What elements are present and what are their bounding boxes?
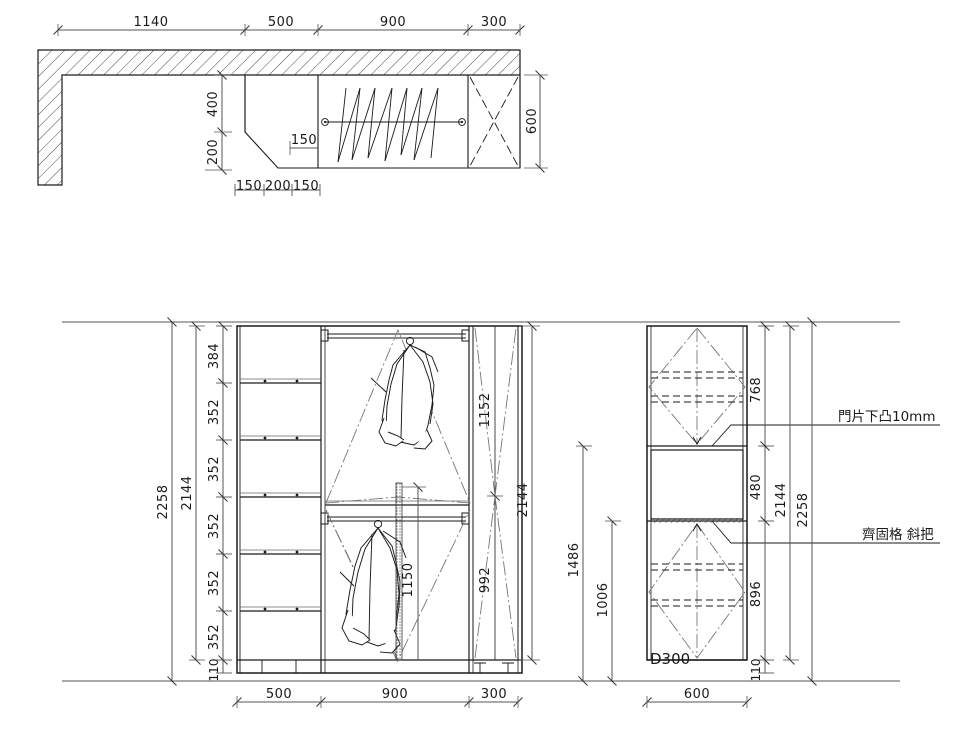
front-dim-2144 (519, 321, 540, 665)
plan-dim-900: 900 (380, 15, 406, 30)
plan-top-dimension-line (53, 24, 525, 36)
side-lower-door-symbol (648, 522, 746, 659)
lower-hanging-rod (320, 512, 470, 525)
upper-hanging-rod (320, 329, 470, 342)
plan-cabinet-outline (244, 75, 521, 169)
side-dim-600: 600 (684, 687, 710, 702)
dim-2258-side: 2258 (796, 492, 811, 527)
annotation-door-protrude: 門片下凸10mm (838, 409, 935, 425)
dim-768: 768 (749, 377, 764, 403)
dim-1150: 1150 (401, 562, 416, 597)
upper-garment-symbol (370, 336, 439, 450)
dim-110-side: 110 (749, 659, 763, 682)
annotation-handle: 齊固格 斜把 (862, 527, 934, 543)
dim-992: 992 (478, 567, 493, 593)
drawer-label-d300: D300 (650, 650, 690, 668)
front-dim-500: 500 (266, 687, 292, 702)
front-elevation-shelves (240, 378, 321, 612)
dim-480: 480 (749, 474, 764, 500)
dim-2258-left: 2258 (156, 484, 171, 519)
cabinet-feet (474, 662, 514, 674)
plan-x-marker (469, 76, 519, 167)
dim-2144-left: 2144 (180, 475, 195, 510)
plan-dim-150a: 150 (236, 179, 262, 194)
elevation-group: 1150 1152 992 (62, 317, 940, 708)
door-panel (472, 325, 519, 661)
dim-2144-side: 2144 (774, 482, 789, 517)
side-right-dimension-chain (758, 317, 817, 686)
plan-bottom-dimension (234, 184, 321, 196)
plan-dim-400: 400 (206, 91, 221, 117)
plan-dim-200: 200 (206, 139, 221, 165)
side-elevation-cabinet (646, 325, 748, 661)
dim-352-d: 352 (207, 570, 222, 596)
side-bottom-dimension (642, 696, 752, 708)
plan-dim-150c: 150 (293, 179, 319, 194)
plan-wall (37, 49, 521, 186)
dim-352-a: 352 (207, 399, 222, 425)
dim-1006: 1006 (596, 582, 611, 617)
dim-110-front: 110 (207, 659, 221, 682)
dim-352-b: 352 (207, 456, 222, 482)
plan-hanging-rod (321, 118, 466, 126)
plan-right-dimension (524, 70, 548, 173)
dim-1486: 1486 (567, 542, 582, 577)
dim-352-e: 352 (207, 624, 222, 650)
plan-leader-150 (289, 141, 318, 155)
plan-view-group: 1140 500 900 300 (37, 15, 548, 196)
front-dim-900: 900 (382, 687, 408, 702)
dim-2144-front: 2144 (516, 482, 531, 517)
dim-352-c: 352 (207, 513, 222, 539)
plan-dim-500: 500 (268, 15, 294, 30)
plan-hanger-symbols (337, 87, 439, 163)
front-dim-300: 300 (481, 687, 507, 702)
annotation-leaders (711, 424, 940, 544)
dim-1152: 1152 (478, 392, 493, 427)
front-bottom-dimension (232, 696, 523, 708)
side-upper-door-symbol (648, 327, 746, 446)
dim-384: 384 (207, 343, 222, 369)
side-left-dimension (576, 441, 621, 686)
tall-hang-dimension (395, 482, 426, 661)
plan-inner-vert-dimension (205, 70, 232, 175)
plan-dim-150-inner: 150 (291, 133, 317, 148)
front-left-dimension-chain (167, 317, 232, 686)
plan-dim-1140: 1140 (133, 15, 168, 30)
dim-896: 896 (749, 581, 764, 607)
plan-dim-300: 300 (481, 15, 507, 30)
plan-dim-600: 600 (525, 108, 540, 134)
plan-dim-200b: 200 (265, 179, 291, 194)
